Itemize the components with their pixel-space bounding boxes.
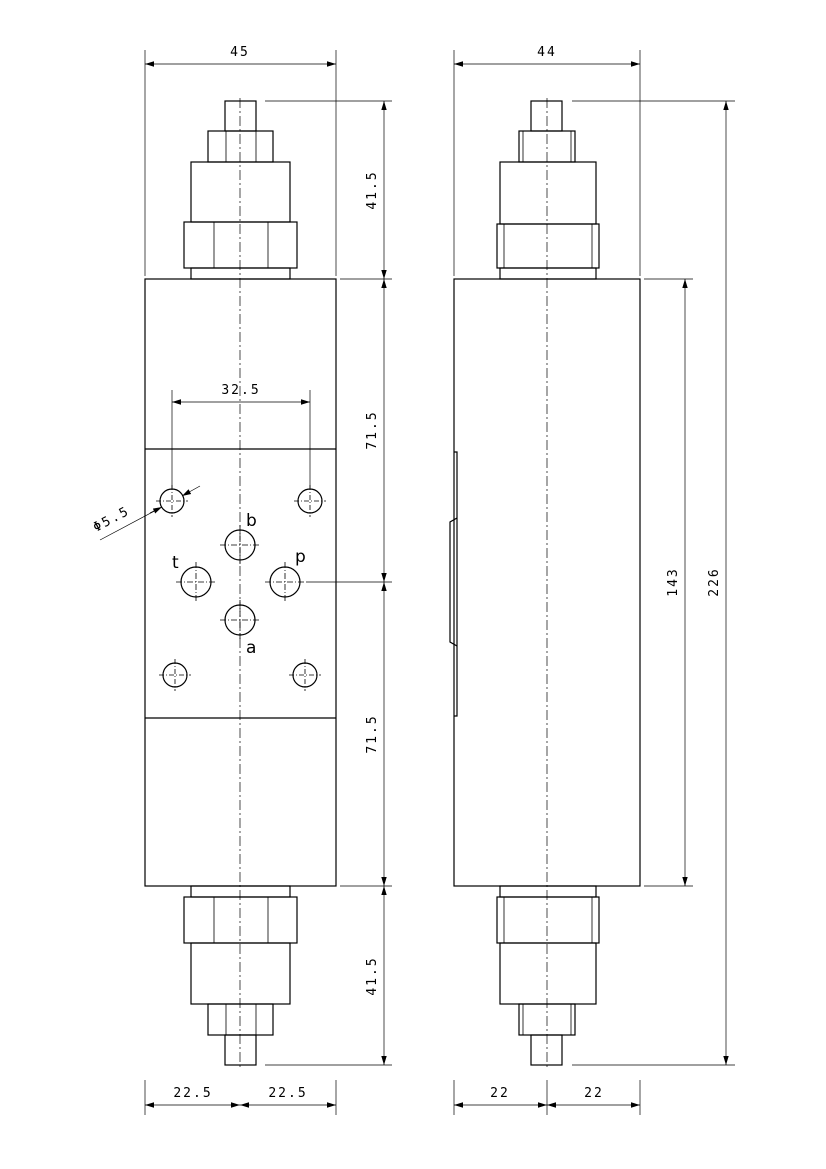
port-label-b: b bbox=[246, 511, 257, 531]
mounting-hole-top-right bbox=[294, 485, 326, 517]
side-bottom-cartridge bbox=[496, 885, 600, 1066]
side-bump bbox=[454, 451, 458, 717]
port-a-hole bbox=[220, 600, 260, 640]
dim-half-width-side-left: 22 bbox=[490, 1086, 510, 1101]
dim-overall-height-side: 226 bbox=[707, 567, 722, 596]
dim-body-height-side: 143 bbox=[666, 567, 681, 596]
mounting-hole-bottom-left bbox=[159, 659, 191, 691]
front-view: b t p a bbox=[144, 98, 337, 1068]
front-mounting-holes bbox=[156, 485, 326, 691]
dim-width-front: 45 bbox=[230, 45, 250, 60]
port-label-p: p bbox=[295, 547, 306, 567]
dim-bottom-height-front: 41.5 bbox=[365, 956, 380, 995]
dim-half-width-side-right: 22 bbox=[584, 1086, 604, 1101]
side-view bbox=[449, 98, 641, 1068]
port-p-hole bbox=[265, 562, 305, 602]
port-t-hole bbox=[176, 562, 216, 602]
port-b-hole bbox=[220, 525, 260, 565]
front-top-cartridge bbox=[183, 100, 298, 280]
port-label-t: t bbox=[172, 553, 179, 573]
dim-hole-spacing: 32.5 bbox=[221, 383, 260, 398]
front-body bbox=[144, 278, 337, 887]
mounting-hole-top-left bbox=[156, 485, 188, 517]
side-dimensions: 44 143 226 22 22 bbox=[453, 45, 735, 1115]
dim-half-width-front-left: 22.5 bbox=[173, 1086, 212, 1101]
front-dimensions: 45 32.5 Φ5.5 41.5 71.5 71.5 41.5 22.5 22… bbox=[91, 45, 392, 1115]
mounting-hole-bottom-right bbox=[289, 659, 321, 691]
dim-upper-body-front: 71.5 bbox=[365, 410, 380, 449]
dim-lower-body-front: 71.5 bbox=[365, 714, 380, 753]
port-label-a: a bbox=[246, 638, 256, 658]
side-top-cartridge bbox=[496, 100, 600, 280]
front-bottom-cartridge bbox=[183, 885, 298, 1066]
dim-half-width-front-right: 22.5 bbox=[268, 1086, 307, 1101]
front-port-holes bbox=[176, 525, 305, 640]
dim-top-height-front: 41.5 bbox=[365, 170, 380, 209]
dim-width-side: 44 bbox=[537, 45, 557, 60]
dim-hole-diameter: Φ5.5 bbox=[91, 504, 133, 536]
